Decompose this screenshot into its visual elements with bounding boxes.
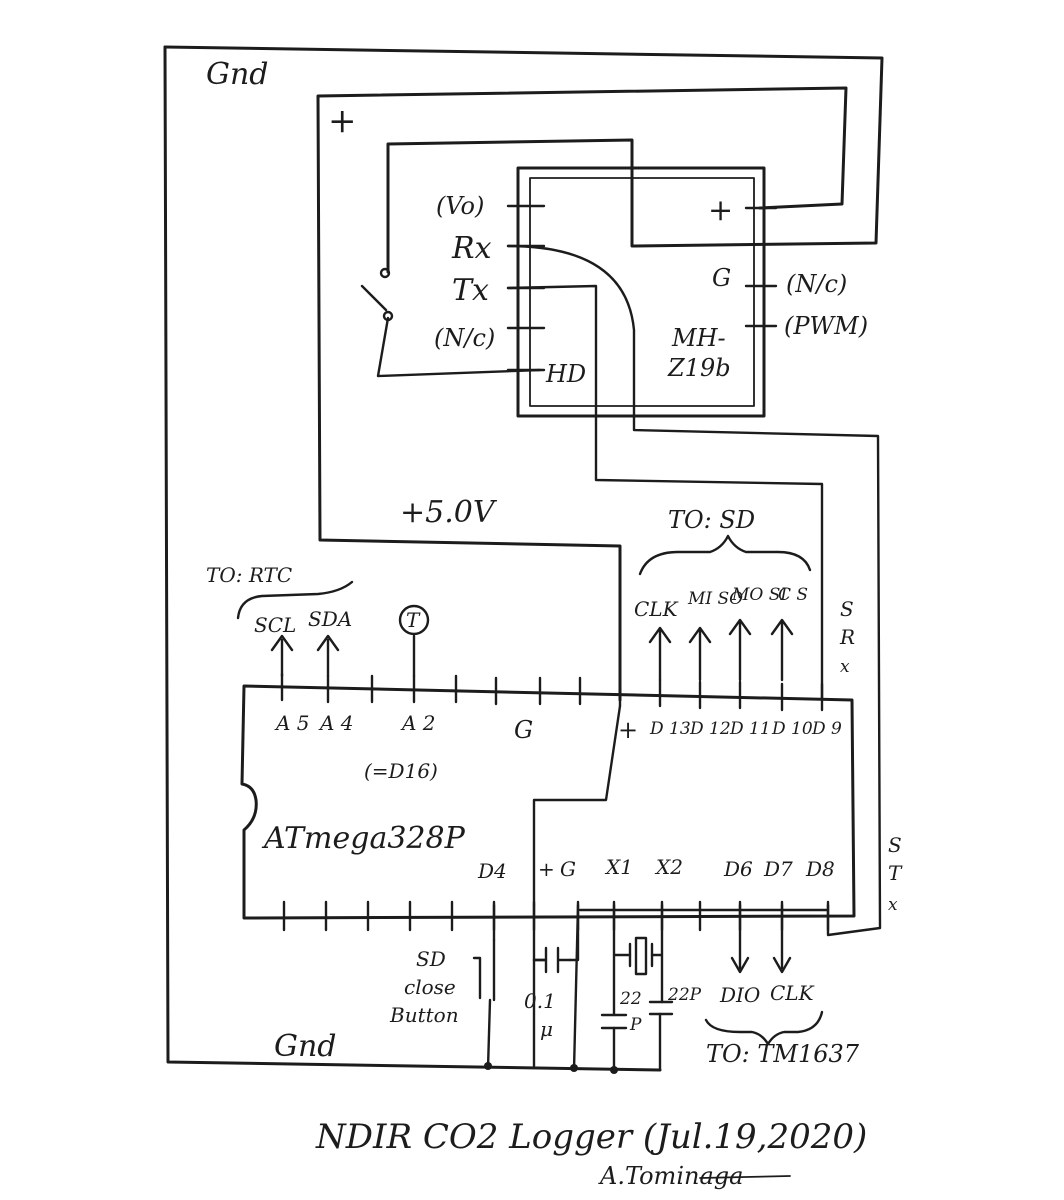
pin-d7: D7 bbox=[763, 857, 793, 881]
cap22-ground bbox=[612, 1012, 662, 1072]
sensor-pin-g: G bbox=[712, 264, 731, 292]
d6-d7-drops bbox=[738, 903, 784, 970]
co2-sensor bbox=[506, 166, 778, 418]
plus-label: + bbox=[328, 101, 357, 141]
pin-g-top: G bbox=[514, 716, 533, 744]
sensor-pin-nc-right: (N/c) bbox=[786, 270, 847, 298]
stx-t: T bbox=[888, 861, 903, 885]
pin-d6: D6 bbox=[723, 857, 753, 881]
srx-x: x bbox=[840, 657, 850, 677]
sensor-pin-rx: Rx bbox=[451, 231, 492, 266]
diagram-title: NDIR CO2 Logger (Jul.19,2020) bbox=[315, 1117, 867, 1157]
sensor-pin-tx: Tx bbox=[452, 273, 489, 308]
button-label-2: close bbox=[404, 975, 456, 999]
pin-g-bottom: G bbox=[560, 857, 576, 881]
hd-switch bbox=[360, 267, 394, 322]
pin-d4: D4 bbox=[477, 859, 507, 883]
pin-a2-note: (=D16) bbox=[364, 759, 438, 783]
stx-s: S bbox=[888, 833, 902, 857]
plus-wire bbox=[316, 86, 848, 702]
srx-s: S bbox=[840, 597, 854, 621]
sd-pin-miso: MI SO bbox=[687, 589, 743, 609]
pin-d9: D 9 bbox=[811, 719, 842, 739]
sensor-pin-plus: + bbox=[708, 193, 733, 228]
wiring bbox=[163, 45, 884, 1074]
pin-d11: D 11 bbox=[729, 719, 771, 739]
pin-x1: X1 bbox=[604, 855, 633, 879]
crystal bbox=[628, 936, 654, 976]
sensor-pin-hd: HD bbox=[545, 360, 586, 388]
junction-dot bbox=[570, 1064, 578, 1072]
button-label-1: SD bbox=[416, 947, 446, 971]
capacitors-22p bbox=[600, 1000, 674, 1030]
rx-wire bbox=[506, 244, 882, 937]
pin-plus-bottom: + bbox=[538, 857, 555, 881]
sd-close-button bbox=[472, 938, 496, 1002]
button-label-3: Button bbox=[389, 1003, 459, 1027]
mcu-chip bbox=[240, 672, 856, 932]
pin-plus-top: + bbox=[618, 716, 638, 744]
gnd-label-top: Gnd bbox=[206, 57, 269, 92]
t-mark: T bbox=[406, 608, 421, 632]
author-underline bbox=[699, 1175, 791, 1179]
stx-x: x bbox=[888, 895, 898, 915]
cap22-right: 22P bbox=[667, 985, 702, 1005]
mcu-name: ATmega328P bbox=[261, 821, 466, 856]
rtc-pin-sda: SDA bbox=[308, 607, 352, 631]
signal-arrows bbox=[270, 618, 794, 974]
cap22-left-2: P bbox=[629, 1015, 642, 1035]
sd-pin-clk: CLK bbox=[634, 597, 679, 621]
rtc-label: TO: RTC bbox=[206, 563, 292, 587]
button-ground bbox=[486, 998, 492, 1070]
junction-dot bbox=[610, 1066, 618, 1074]
sd-label: TO: SD bbox=[668, 506, 755, 534]
srx-r: R bbox=[839, 625, 855, 649]
sensor-name-1: MH- bbox=[671, 324, 726, 352]
pin-d12: D 12 bbox=[689, 719, 731, 739]
gnd-wire bbox=[163, 45, 884, 274]
sd-pin-cs: C S bbox=[778, 585, 808, 605]
pin-d8: D8 bbox=[805, 857, 835, 881]
pin-a2: A 2 bbox=[400, 711, 436, 735]
tm1637-pin-dio: DIO bbox=[719, 983, 760, 1007]
hd-wire bbox=[376, 316, 542, 378]
plus-drop bbox=[532, 903, 548, 962]
capacitor-0-1u bbox=[532, 946, 572, 974]
cap-value-1: 0.1 bbox=[524, 989, 556, 1013]
junction-dot bbox=[484, 1062, 492, 1070]
pin-d10: D 10 bbox=[771, 719, 813, 739]
pin-x2: X2 bbox=[654, 855, 683, 879]
pin-a4: A 4 bbox=[318, 711, 354, 735]
sensor-pin-nc-left: (N/c) bbox=[434, 324, 495, 352]
sensor-pin-vo: (Vo) bbox=[436, 192, 484, 220]
author-signature: A.Tominaga bbox=[598, 1162, 743, 1190]
gnd-left-rail bbox=[163, 45, 662, 1072]
supply-label: +5.0V bbox=[400, 495, 498, 530]
tm1637-pin-clk: CLK bbox=[770, 981, 815, 1005]
braces bbox=[236, 534, 824, 1046]
sd-pin-mosi: MO SI bbox=[731, 585, 787, 605]
cap-value-2: μ bbox=[540, 1017, 553, 1041]
tm1637-label: TO: TM1637 bbox=[706, 1040, 860, 1068]
pin-d13: D 13 bbox=[649, 719, 691, 739]
pin-a5: A 5 bbox=[274, 711, 310, 735]
tx-wire bbox=[506, 284, 824, 702]
xtal-wires bbox=[612, 903, 664, 1017]
sensor-name-2: Z19b bbox=[667, 354, 731, 382]
rtc-pin-scl: SCL bbox=[254, 613, 296, 637]
sensor-pin-pwm: (PWM) bbox=[784, 312, 868, 340]
t-mark-circle bbox=[398, 604, 430, 636]
cap22-left-1: 22 bbox=[619, 989, 642, 1009]
gnd-label-bottom: Gnd bbox=[274, 1029, 337, 1064]
